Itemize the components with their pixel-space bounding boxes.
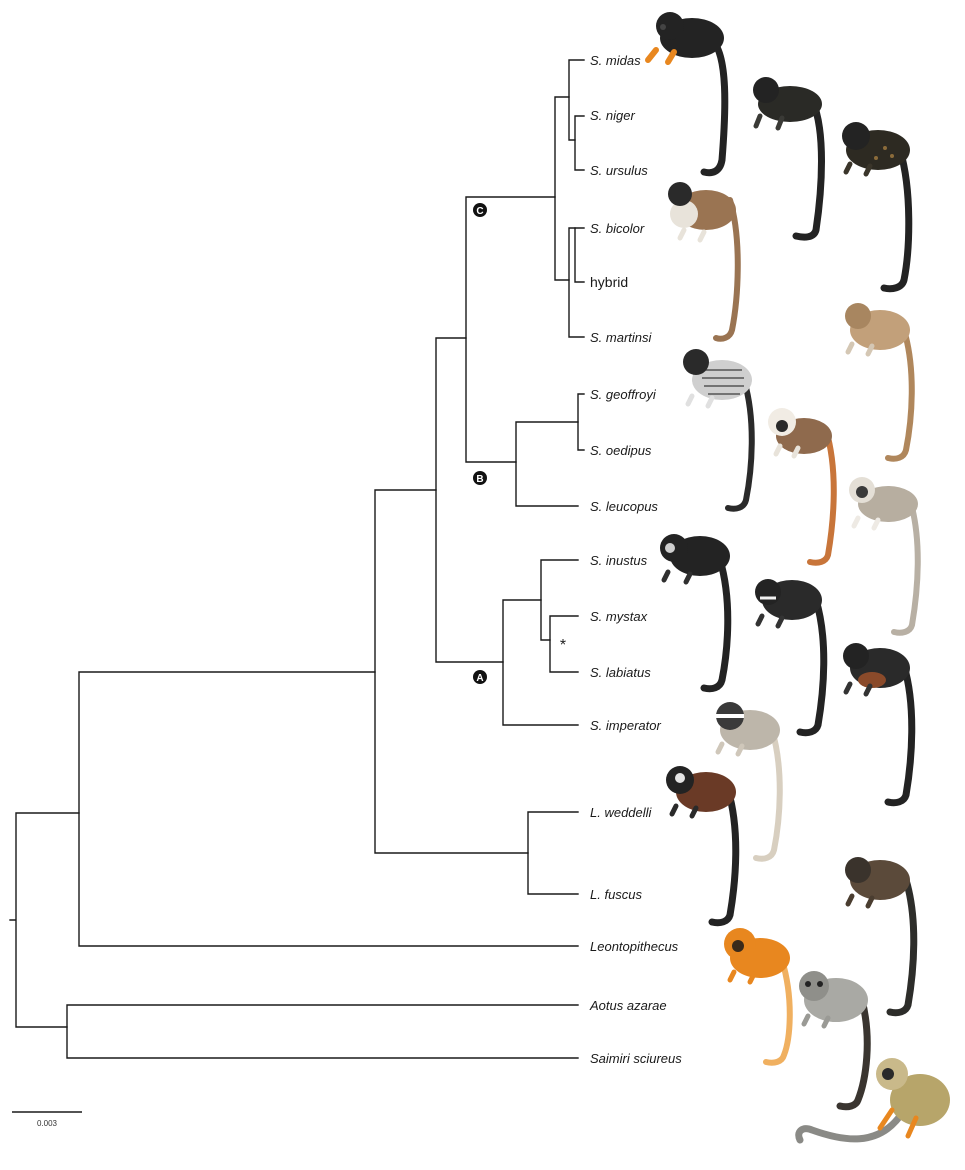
clade-marker-c: C — [473, 203, 487, 217]
clade-b-label: B — [476, 474, 483, 485]
golden-lion-tamarin-icon — [724, 928, 790, 1063]
taxon-label-s-midas: S. midas — [590, 53, 641, 68]
support-marker: * — [560, 637, 566, 654]
branch-leontocebus — [528, 812, 578, 894]
taxon-label-l-weddelli: L. weddelli — [590, 805, 653, 820]
taxon-label-leontopithecus: Leontopithecus — [590, 939, 679, 954]
red-bellied-tamarin-icon — [843, 643, 912, 803]
primate-illustrations — [648, 12, 950, 1140]
clade-c-label: C — [476, 206, 483, 217]
taxon-label-s-ursulus: S. ursulus — [590, 163, 648, 178]
weddell-saddleback-tamarin-icon — [666, 766, 736, 923]
black-tamarin-speckled-icon — [842, 122, 910, 289]
squirrel-monkey-icon — [799, 1058, 950, 1140]
taxon-label-s-niger: S. niger — [590, 108, 635, 123]
taxon-label-saimiri-sciureus: Saimiri sciureus — [590, 1051, 682, 1066]
taxon-label-s-imperator: S. imperator — [590, 718, 661, 733]
branch-clade-b — [516, 422, 578, 506]
clade-marker-a: A — [473, 670, 487, 684]
crested-tamarin-striped-icon — [683, 349, 752, 509]
night-monkey-icon — [799, 971, 868, 1107]
branch-geoffroyi-oedipus — [578, 394, 584, 450]
taxon-label-s-inustus: S. inustus — [590, 553, 648, 568]
taxon-label-s-oedipus: S. oedipus — [590, 443, 652, 458]
black-tamarin-orange-hands-icon — [648, 12, 725, 173]
taxon-label-s-geoffroyi: S. geoffroyi — [590, 387, 657, 402]
scale-bar-label: 0.003 — [37, 1119, 58, 1128]
black-tamarin-icon — [753, 77, 822, 237]
clade-a-label: A — [476, 673, 483, 684]
branch-inustus-group — [541, 560, 578, 640]
taxon-label-hybrid: hybrid — [590, 274, 628, 290]
branch-niger-ursulus — [575, 116, 584, 170]
mottled-face-tamarin-icon — [660, 534, 730, 689]
taxon-label-s-bicolor: S. bicolor — [590, 221, 645, 236]
branch-saguinus — [436, 338, 503, 662]
taxon-label-s-martinsi: S. martinsi — [590, 330, 653, 345]
tree-branches — [10, 60, 584, 1058]
branch-midas-group — [569, 60, 584, 140]
taxon-label-s-mystax: S. mystax — [590, 609, 648, 624]
taxon-label-s-labiatus: S. labiatus — [590, 665, 651, 680]
taxon-label-s-leucopus: S. leucopus — [590, 499, 658, 514]
branch-aotus-saimiri — [67, 1005, 578, 1058]
clade-marker-b: B — [473, 471, 487, 485]
moustached-tamarin-icon — [755, 579, 824, 733]
taxon-label-aotus-azarae: Aotus azarae — [589, 998, 667, 1013]
white-footed-tamarin-icon — [849, 477, 918, 633]
branch-root — [10, 813, 79, 1027]
branch-bicolor-hybrid — [575, 228, 584, 282]
scale-bar: 0.003 — [12, 1112, 82, 1128]
branch-saguinus-leontocebus — [375, 490, 528, 853]
branch-clade-c — [555, 97, 569, 280]
clade-markers: C B A * — [473, 203, 566, 684]
taxon-label-l-fuscus: L. fuscus — [590, 887, 643, 902]
brown-tamarin-icon — [845, 303, 912, 459]
pied-tamarin-icon — [668, 182, 738, 339]
cotton-top-tamarin-icon — [768, 408, 834, 563]
